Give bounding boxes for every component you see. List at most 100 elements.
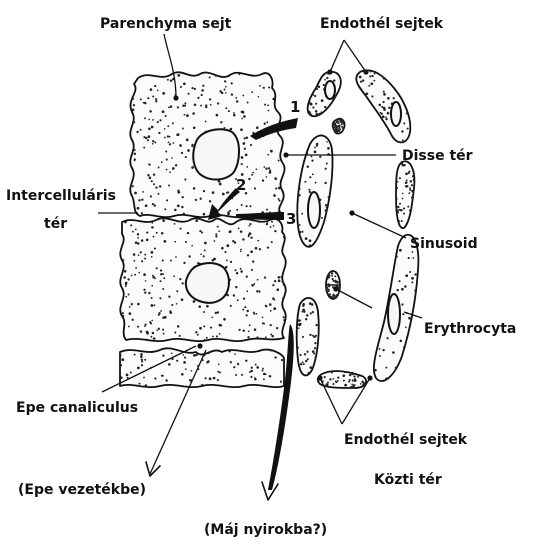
stipple-dot xyxy=(305,360,307,362)
stipple-dot xyxy=(134,260,136,262)
label-endothel-top: Endothél sejtek xyxy=(320,16,444,32)
stipple-dot xyxy=(142,191,144,193)
stipple-dot xyxy=(160,280,162,282)
stipple-dot xyxy=(273,194,276,197)
stipple-dot xyxy=(255,364,257,366)
stipple-dot xyxy=(155,98,157,100)
stipple-dot xyxy=(305,237,308,240)
stipple-dot xyxy=(335,295,337,297)
stipple-dot xyxy=(240,268,242,270)
stipple-dot xyxy=(165,151,167,153)
stipple-dot xyxy=(333,378,335,380)
stipple-dot xyxy=(401,130,403,132)
stipple-dot xyxy=(123,276,126,279)
stipple-dot xyxy=(374,369,377,372)
stipple-dot xyxy=(145,384,148,387)
stipple-dot xyxy=(273,307,276,310)
stipple-dot xyxy=(337,376,339,378)
stipple-dot xyxy=(301,231,303,233)
stipple-dot xyxy=(132,319,134,321)
stipple-dot xyxy=(219,183,222,186)
stipple-dot xyxy=(296,346,299,349)
stipple-dot xyxy=(302,305,304,307)
stipple-dot xyxy=(326,141,328,143)
stipple-dot xyxy=(264,104,266,106)
stipple-dot xyxy=(241,204,243,206)
stipple-dot xyxy=(146,331,149,334)
stipple-dot xyxy=(314,347,316,349)
stipple-dot xyxy=(149,110,152,113)
stipple-dot xyxy=(162,288,164,290)
stipple-dot xyxy=(125,285,127,287)
stipple-dot xyxy=(127,278,129,280)
stipple-dot xyxy=(141,361,143,363)
stipple-dot xyxy=(193,300,196,303)
endothel-cell-right-mid xyxy=(396,161,414,228)
stipple-dot xyxy=(181,206,183,208)
stipple-dot xyxy=(299,323,302,326)
stipple-dot xyxy=(270,349,272,351)
endothel-nucleus-4 xyxy=(388,294,400,334)
stipple-dot xyxy=(168,185,170,187)
stipple-dot xyxy=(403,346,405,348)
stipple-dot xyxy=(380,112,382,114)
stipple-dot xyxy=(243,298,245,300)
stipple-dot xyxy=(161,375,163,377)
stipple-dot xyxy=(238,329,240,331)
stipple-dot xyxy=(170,105,173,108)
stipple-dot xyxy=(192,112,195,115)
stipple-dot xyxy=(218,363,220,365)
stipple-dot xyxy=(248,225,250,227)
stipple-dot xyxy=(245,154,248,157)
stipple-dot xyxy=(162,92,165,95)
stipple-dot xyxy=(132,98,134,100)
stipple-dot xyxy=(157,218,159,220)
stipple-dot xyxy=(240,251,242,253)
stipple-dot xyxy=(138,272,140,274)
stipple-dot xyxy=(313,353,315,355)
stipple-dot xyxy=(182,282,184,284)
stipple-dot xyxy=(318,113,321,116)
stipple-dot xyxy=(411,190,414,193)
stipple-dot xyxy=(164,128,166,130)
label-maj-nyirok: (Máj nyirokba?) xyxy=(204,522,327,538)
stipple-dot xyxy=(400,340,403,343)
stipple-dot xyxy=(153,173,155,175)
stipple-dot xyxy=(129,312,132,315)
stipple-dot xyxy=(250,144,252,146)
stipple-dot xyxy=(165,115,167,117)
stipple-dot xyxy=(303,363,305,365)
stipple-dot xyxy=(267,104,269,106)
stipple-dot xyxy=(402,193,404,195)
stipple-dot xyxy=(382,115,385,118)
stipple-dot xyxy=(123,259,125,261)
stipple-dot xyxy=(250,237,252,239)
stipple-dot xyxy=(152,119,154,121)
stipple-dot xyxy=(133,121,135,123)
stipple-dot xyxy=(302,361,304,363)
stipple-dot xyxy=(182,128,184,130)
stipple-dot xyxy=(246,290,248,292)
stipple-dot xyxy=(328,289,330,291)
label-parenchyma: Parenchyma sejt xyxy=(100,16,232,32)
stipple-dot xyxy=(263,378,265,380)
stipple-dot xyxy=(246,205,248,207)
label-epe-canaliculus: Epe canaliculus xyxy=(16,400,138,416)
stipple-dot xyxy=(181,373,184,376)
stipple-dot xyxy=(174,331,176,333)
stipple-dot xyxy=(248,330,250,332)
stipple-dot xyxy=(234,269,236,271)
stipple-dot xyxy=(219,371,221,373)
stipple-dot xyxy=(225,86,227,88)
stipple-dot xyxy=(173,275,175,277)
stipple-dot xyxy=(266,221,268,223)
stipple-dot xyxy=(195,331,197,333)
stipple-dot xyxy=(266,176,268,178)
stipple-dot xyxy=(327,278,329,280)
stipple-dot xyxy=(267,247,269,249)
stipple-dot xyxy=(270,226,272,228)
stipple-dot xyxy=(405,182,407,184)
stipple-dot xyxy=(237,363,239,365)
stipple-dot xyxy=(405,274,408,277)
